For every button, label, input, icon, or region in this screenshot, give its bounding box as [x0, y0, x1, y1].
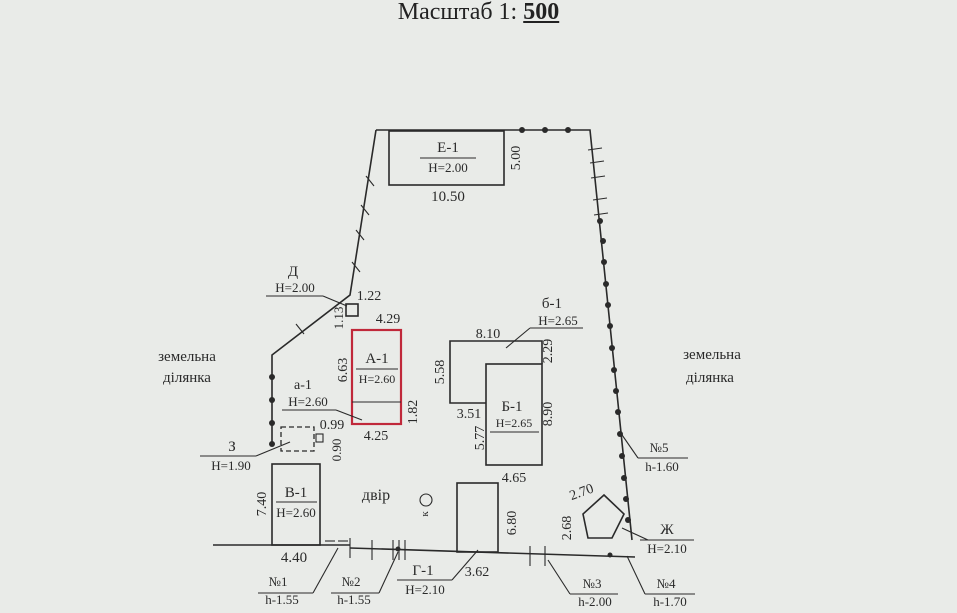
fence-4-no: №4: [657, 576, 676, 591]
building-v1: [271, 463, 321, 546]
b1-small-left: 5.58: [433, 360, 448, 385]
z-height: H=1.90: [211, 458, 250, 473]
fence-leaders: [258, 431, 695, 595]
scale-label: Масштаб 1:: [397, 0, 518, 25]
z-width: 0.99: [320, 418, 345, 433]
structure-d: [266, 295, 359, 317]
fence-5-no: №5: [650, 440, 669, 455]
v1-name: В-1: [285, 485, 308, 501]
land-left-line1: земельна: [158, 349, 216, 365]
land-left-line2: ділянка: [163, 370, 211, 386]
yard-label: двір: [362, 487, 390, 504]
a1-bottom: 4.25: [364, 429, 389, 444]
fence-2-no: №2: [342, 574, 361, 589]
property-boundary: [269, 127, 633, 541]
zh-name: Ж: [660, 522, 674, 538]
e1-name: Е-1: [437, 140, 459, 156]
building-g1: [397, 482, 499, 581]
e1-height: H=2.00: [428, 160, 467, 175]
fence-3-h: h-2.00: [578, 594, 612, 609]
building-e1: [388, 130, 505, 186]
well-symbol: [419, 493, 433, 507]
d-name: Д: [288, 264, 298, 280]
v1-height: H=2.60: [276, 505, 315, 520]
a1-top: 4.29: [376, 312, 401, 327]
g1-right: 6.80: [505, 511, 520, 536]
z-height-dim: 0.90: [329, 439, 344, 462]
v1-left: 7.40: [255, 492, 270, 517]
a1-ext-height: H=2.60: [288, 394, 327, 409]
scale-value: 500: [523, 0, 560, 25]
a1-height: H=2.60: [359, 372, 395, 386]
fence-1-no: №1: [269, 574, 288, 589]
e1-width: 10.50: [431, 189, 465, 205]
d-width: 1.22: [357, 289, 382, 304]
z-name: З: [228, 439, 236, 455]
zh-height: H=2.10: [647, 541, 686, 556]
fence-1-h: h-1.55: [265, 592, 299, 607]
a1-left: 6.63: [336, 358, 351, 383]
b1-small-top: 8.10: [476, 327, 501, 342]
b1-left: 5.77: [473, 426, 488, 451]
b1-right: 8.90: [541, 402, 556, 427]
building-a1: [350, 328, 403, 426]
well-label: к: [419, 511, 431, 517]
b1-bottom: 4.65: [502, 471, 527, 486]
fence-4-h: h-1.70: [653, 594, 687, 609]
b1-name: Б-1: [501, 399, 522, 415]
e1-depth: 5.00: [509, 146, 524, 171]
g1-height: H=2.10: [405, 582, 444, 597]
zh-left: 2.68: [560, 516, 575, 541]
fence-3-no: №3: [583, 576, 602, 591]
d-height-dim: 1.13: [331, 307, 346, 330]
structure-zh: [582, 493, 694, 541]
g1-name: Г-1: [412, 563, 433, 579]
b1-small-right: 2.29: [541, 339, 556, 364]
a1-ext-name: а-1: [294, 378, 312, 393]
fence-5-h: h-1.60: [645, 459, 679, 474]
b1-height: H=2.65: [496, 416, 532, 430]
structure-z: [200, 426, 324, 457]
b1-small-inner: 3.51: [457, 407, 482, 422]
front-fence: [213, 538, 636, 566]
d-height: H=2.00: [275, 280, 314, 295]
scale-title: Масштаб 1: 500: [0, 0, 957, 24]
zh-top: 2.70: [568, 481, 596, 503]
g1-bottom: 3.62: [465, 565, 490, 580]
land-right-line1: земельна: [683, 347, 741, 363]
a1-right: 1.82: [406, 400, 421, 425]
v1-bottom: 4.40: [281, 550, 307, 566]
a1-name: А-1: [365, 351, 388, 367]
b1-small-name: б-1: [542, 296, 562, 312]
land-right-line2: ділянка: [686, 370, 734, 386]
building-b1: [449, 327, 583, 466]
b1-small-height: H=2.65: [538, 313, 577, 328]
fence-2-h: h-1.55: [337, 592, 371, 607]
